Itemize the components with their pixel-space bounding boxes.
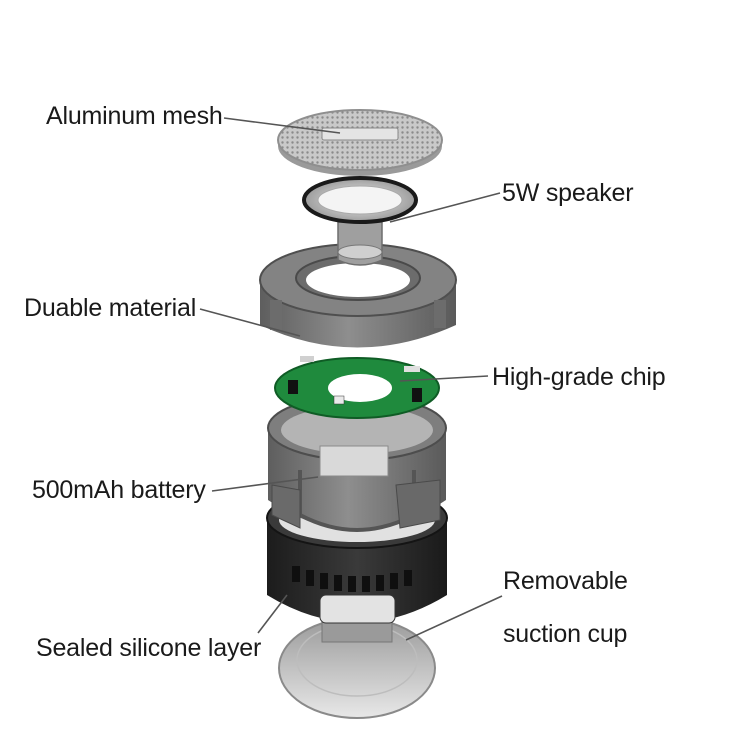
leader-lines [199,117,503,641]
leader-silicone [257,594,288,634]
leader-material [199,308,301,337]
label-battery: 500mAh battery [32,476,206,504]
leader-aluminum-mesh [223,117,341,134]
leader-chip [399,375,489,382]
leader-suction-cup [405,595,503,641]
leader-battery [211,476,319,492]
upper-housing-part [259,243,457,348]
aluminum-mesh-part [277,109,443,176]
speaker-driver-part [302,176,418,266]
pcb-chip-part [274,356,440,419]
label-silicone: Sealed silicone layer [36,634,262,662]
label-material: Duable material [24,294,197,322]
leader-speaker [389,192,501,223]
label-speaker: 5W speaker [502,179,634,207]
label-chip: High-grade chip [492,363,666,391]
label-suction-cup: suction cup [503,620,628,648]
label-removable: Removable [503,567,628,595]
label-aluminum-mesh: Aluminum mesh [46,102,223,130]
